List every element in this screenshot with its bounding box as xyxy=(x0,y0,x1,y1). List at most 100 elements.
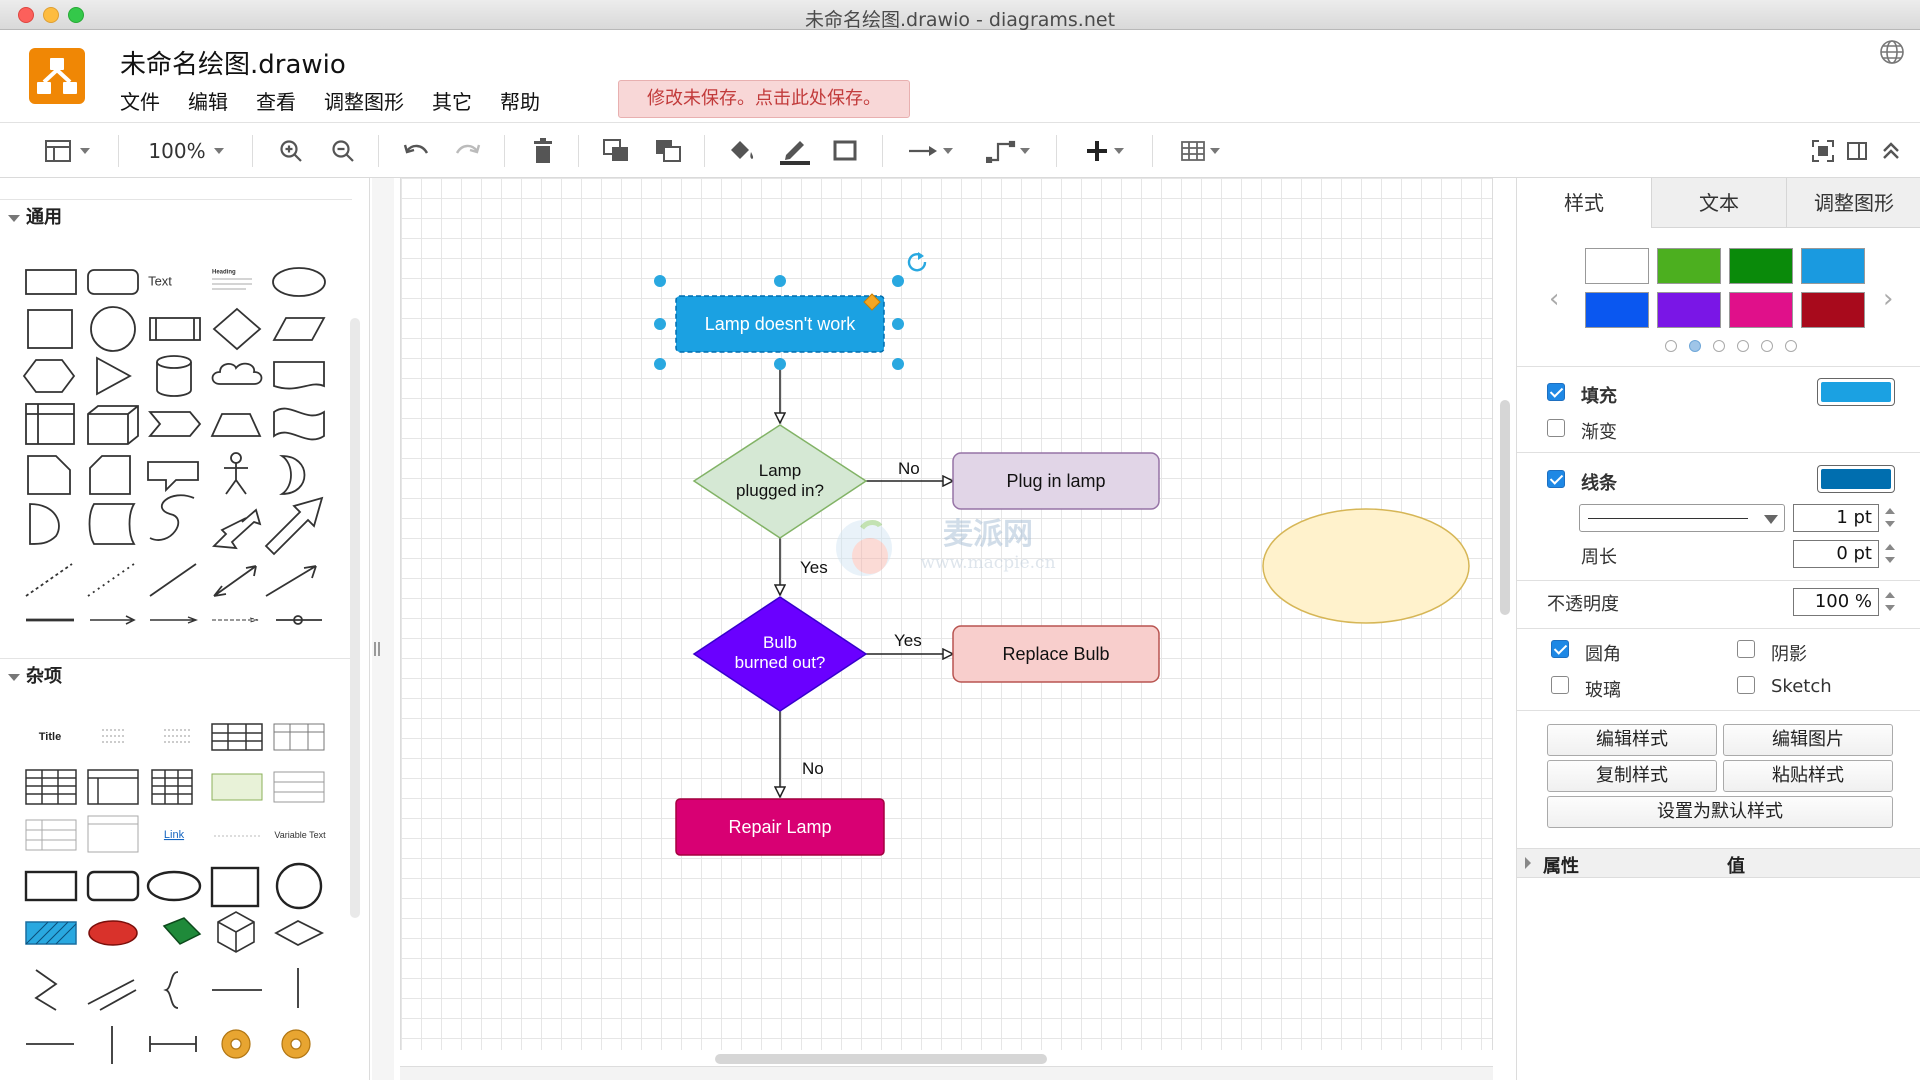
sidebar-scrollbar[interactable] xyxy=(350,318,360,918)
node-decision-plugged-line2: plugged in? xyxy=(736,481,824,500)
expand-triangle-icon[interactable] xyxy=(1525,857,1531,869)
menu-edit[interactable]: 编辑 xyxy=(188,90,228,114)
gradient-checkbox[interactable] xyxy=(1547,419,1565,437)
collapse-toolbar-button[interactable] xyxy=(1876,137,1906,165)
fill-color-button[interactable] xyxy=(726,137,758,165)
opacity-stepper[interactable] xyxy=(1883,588,1897,616)
shape-bidirectional-arrow xyxy=(212,508,262,550)
gradient-label: 渐变 xyxy=(1581,422,1617,443)
shape-directional-connector xyxy=(265,565,317,597)
node-decision-bulb-line1: Bulb xyxy=(763,633,797,652)
section-misc[interactable]: 杂项 xyxy=(0,658,352,694)
node-ellipse xyxy=(1262,508,1470,624)
chevron-right-icon[interactable]: › xyxy=(1883,284,1894,314)
menu-extras[interactable]: 其它 xyxy=(432,90,472,114)
node-start-label: Lamp doesn't work xyxy=(705,314,857,334)
edit-image-button[interactable]: 编辑图片 xyxy=(1723,724,1893,756)
close-window-button[interactable] xyxy=(18,7,34,23)
delete-button[interactable] xyxy=(528,137,558,165)
shadow-checkbox[interactable] xyxy=(1737,640,1755,658)
copy-style-button[interactable]: 复制样式 xyxy=(1547,760,1717,792)
unsaved-changes-button[interactable]: 修改未保存。点击此处保存。 xyxy=(618,80,910,118)
page-dot[interactable] xyxy=(1785,340,1797,352)
swatch-crimson[interactable] xyxy=(1801,292,1865,328)
menu-file[interactable]: 文件 xyxy=(120,90,160,114)
edge-label-yes-1: Yes xyxy=(800,558,828,577)
redo-button[interactable] xyxy=(452,137,484,165)
shadow-button[interactable] xyxy=(830,137,862,165)
node-decision-bulb xyxy=(692,596,868,712)
page-dot[interactable] xyxy=(1761,340,1773,352)
paste-style-button[interactable]: 粘贴样式 xyxy=(1723,760,1893,792)
zoom-window-button[interactable] xyxy=(68,7,84,23)
document-title[interactable]: 未命名绘图.drawio xyxy=(120,50,346,80)
node-plug-in-label: Plug in lamp xyxy=(1006,471,1105,491)
rounded-checkbox[interactable] xyxy=(1551,640,1569,658)
fill-checkbox[interactable] xyxy=(1547,383,1565,401)
shape-diamond xyxy=(212,307,262,351)
sidebar-resize-bar[interactable] xyxy=(372,178,394,1080)
redo-icon xyxy=(455,144,481,154)
resize-grip-icon[interactable] xyxy=(374,642,380,656)
page-dot[interactable] xyxy=(1665,340,1677,352)
table-button[interactable] xyxy=(1172,137,1228,165)
menu-arrange[interactable]: 调整图形 xyxy=(324,90,404,114)
swatch-white[interactable] xyxy=(1585,248,1649,284)
line-pattern-select[interactable] xyxy=(1579,504,1785,532)
language-globe-icon[interactable] xyxy=(1878,38,1906,70)
fullscreen-button[interactable] xyxy=(1808,137,1838,165)
line-color-button[interactable] xyxy=(778,137,812,165)
zoom-in-button[interactable] xyxy=(276,137,306,165)
perimeter-stepper[interactable] xyxy=(1883,540,1897,568)
page-dot-active[interactable] xyxy=(1689,340,1701,352)
minimize-window-button[interactable] xyxy=(43,7,59,23)
page-dot[interactable] xyxy=(1713,340,1725,352)
glass-checkbox[interactable] xyxy=(1551,676,1569,694)
fill-color-picker[interactable] xyxy=(1817,378,1895,406)
swatch-green[interactable] xyxy=(1729,248,1793,284)
swatch-violet[interactable] xyxy=(1657,292,1721,328)
chevron-left-icon[interactable]: ‹ xyxy=(1549,284,1560,314)
to-back-button[interactable] xyxy=(652,137,684,165)
value-column-header: 值 xyxy=(1727,856,1745,877)
shape-cube xyxy=(87,405,139,445)
edit-style-button[interactable]: 编辑样式 xyxy=(1547,724,1717,756)
zoom-dropdown[interactable]: 100% xyxy=(140,137,232,165)
set-default-style-button[interactable]: 设置为默认样式 xyxy=(1547,796,1893,828)
sketch-checkbox[interactable] xyxy=(1737,676,1755,694)
format-panel-toggle-button[interactable] xyxy=(38,137,96,165)
shape-hexagon xyxy=(22,359,76,393)
shape-trapezoid xyxy=(210,413,262,437)
opacity-input[interactable]: 100 % xyxy=(1793,588,1879,616)
undo-button[interactable] xyxy=(400,137,432,165)
zoom-out-button[interactable] xyxy=(328,137,358,165)
line-color-picker[interactable] xyxy=(1817,465,1895,493)
format-panel: 样式 文本 调整图形 ‹ › 填充 渐变 线条 1 pt 周长 0 pt 不透明… xyxy=(1516,178,1920,1080)
insert-button[interactable] xyxy=(1076,137,1132,165)
swatch-light-green[interactable] xyxy=(1657,248,1721,284)
zoom-level: 100% xyxy=(148,139,206,163)
menu-help[interactable]: 帮助 xyxy=(500,90,540,114)
page-dot[interactable] xyxy=(1737,340,1749,352)
menu-bar: 文件 编辑 查看 调整图形 其它 帮助 xyxy=(120,86,554,115)
section-general[interactable]: 通用 xyxy=(0,199,352,235)
connection-style-button[interactable] xyxy=(902,137,958,165)
swatch-blue[interactable] xyxy=(1585,292,1649,328)
line-width-stepper[interactable] xyxy=(1883,504,1897,532)
perimeter-input[interactable]: 0 pt xyxy=(1793,540,1879,568)
menu-view[interactable]: 查看 xyxy=(256,90,296,114)
toggle-format-panel-button[interactable] xyxy=(1842,137,1872,165)
tab-text[interactable]: 文本 xyxy=(1651,178,1786,228)
swatch-magenta[interactable] xyxy=(1729,292,1793,328)
line-checkbox[interactable] xyxy=(1547,470,1565,488)
to-front-button[interactable] xyxy=(600,137,632,165)
canvas-horizontal-scrollbar[interactable] xyxy=(715,1054,1047,1064)
swatch-cyan[interactable] xyxy=(1801,248,1865,284)
property-column-header: 属性 xyxy=(1543,856,1579,877)
line-width-input[interactable]: 1 pt xyxy=(1793,504,1879,532)
shape-parallelogram xyxy=(272,317,326,341)
tab-arrange[interactable]: 调整图形 xyxy=(1786,178,1920,228)
canvas-vertical-scrollbar[interactable] xyxy=(1500,400,1510,615)
tab-style[interactable]: 样式 xyxy=(1517,178,1651,228)
waypoints-button[interactable] xyxy=(980,137,1036,165)
